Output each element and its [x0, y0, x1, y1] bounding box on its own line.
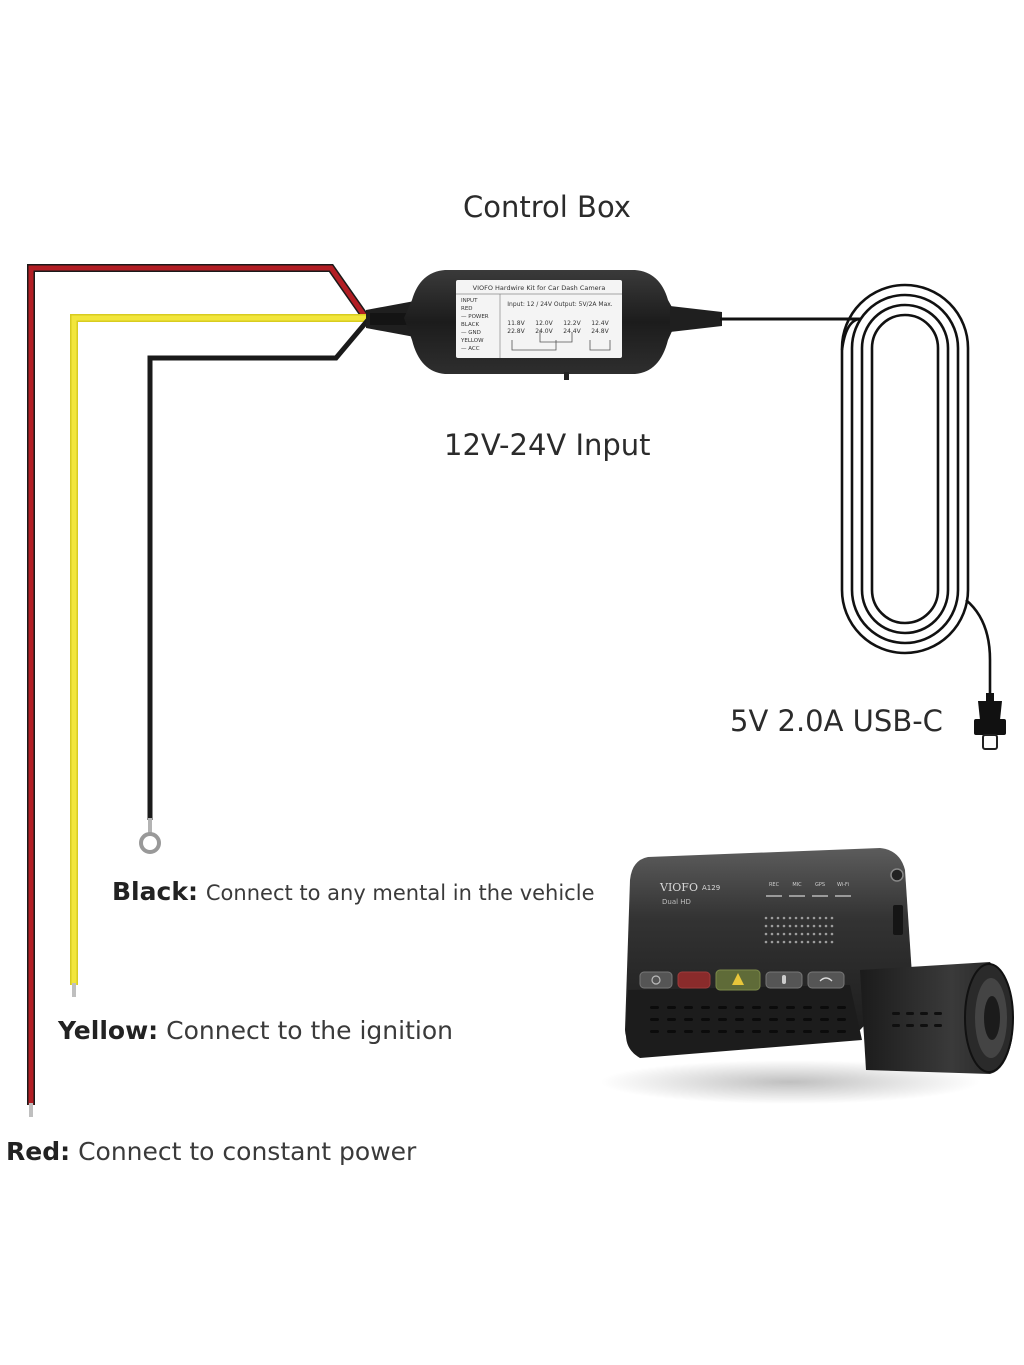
- coiled-cable: [840, 283, 992, 695]
- indicator-label: GPS: [815, 882, 825, 888]
- spec-value: 24.0V: [535, 328, 553, 335]
- indicator-light: [789, 895, 805, 897]
- spec-value: 11.8V: [507, 320, 525, 327]
- wiring-legend-line: BLACK: [461, 322, 479, 328]
- black-wire: [139, 318, 370, 854]
- control-box-brand: VIOFO Hardwire Kit for Car Dash Camera: [473, 284, 606, 292]
- spec-values: 11.8V 12.0V 12.2V 12.4V 22.8V 24.0V 24.4V 24.8V: [507, 320, 609, 335]
- black-wire-name: Black:: [112, 877, 198, 906]
- wiring-legend: INPUT RED — POWER BLACK — GND YELLOW — ACC: [460, 298, 489, 352]
- black-wire-caption: Black: Connect to any mental in the vehi…: [112, 877, 594, 906]
- indicator-label: MIC: [792, 882, 802, 888]
- indicator-light: [812, 895, 828, 897]
- power-icon: [651, 975, 661, 985]
- control-box-title: Control Box: [463, 190, 631, 224]
- red-wire-caption: Red: Connect to constant power: [6, 1137, 416, 1166]
- red-wire-name: Red:: [6, 1137, 71, 1166]
- spec-value: 22.8V: [507, 328, 525, 335]
- control-box: VIOFO Hardwire Kit for Car Dash Camera I…: [366, 270, 860, 380]
- vent-slots: [650, 1006, 942, 1033]
- spec-value: 12.2V: [563, 320, 581, 327]
- camera-brand: VIOFO: [659, 881, 698, 894]
- fuse-tab: [564, 372, 569, 380]
- wiring-legend-line: RED: [461, 306, 473, 312]
- spec-header: Input: 12 / 24V Output: 5V/2A Max.: [507, 301, 613, 308]
- yellow-wire-caption: Yellow: Connect to the ignition: [58, 1016, 453, 1045]
- output-label: 5V 2.0A USB-C: [730, 704, 943, 738]
- power-jack-icon: [890, 868, 904, 882]
- yellow-wire-description: Connect to the ignition: [166, 1016, 453, 1045]
- spec-value: 24.8V: [591, 328, 609, 335]
- yellow-wire: [70, 314, 370, 997]
- speaker-grille: [764, 916, 834, 944]
- black-wire-description: Connect to any mental in the vehicle: [205, 881, 595, 905]
- card-slot: [893, 905, 903, 935]
- indicator-label: Wi-Fi: [837, 882, 849, 888]
- indicator-light: [766, 895, 782, 897]
- indicator-light: [835, 895, 851, 897]
- wiring-legend-line: YELLOW: [460, 338, 484, 344]
- red-wire-description: Connect to constant power: [78, 1137, 417, 1166]
- mic-icon: [782, 975, 786, 984]
- indicator-row: REC MIC GPS Wi-Fi: [766, 882, 851, 897]
- red-wire: [27, 264, 370, 1117]
- spec-value: 12.0V: [535, 320, 553, 327]
- input-label: 12V-24V Input: [444, 428, 651, 462]
- usb-c-plug-icon: [974, 693, 1006, 750]
- ring-terminal-icon: [139, 832, 161, 854]
- control-box-label: [456, 280, 622, 358]
- camera-sub: Dual HD: [662, 898, 691, 906]
- wiring-legend-line: — GND: [461, 330, 481, 336]
- wiring-legend-line: — POWER: [461, 314, 489, 320]
- indicator-label: REC: [769, 882, 780, 888]
- spec-value: 12.4V: [591, 320, 609, 327]
- wiring-legend-line: INPUT: [461, 298, 478, 304]
- spec-value: 24.4V: [563, 328, 581, 335]
- camera-model: A129: [702, 884, 720, 892]
- emergency-icon: [732, 973, 744, 985]
- wifi-icon: [819, 977, 833, 982]
- wiring-legend-line: — ACC: [461, 346, 480, 352]
- yellow-wire-name: Yellow:: [58, 1016, 159, 1045]
- dash-camera: VIOFO A129 Dual HD REC MIC GPS Wi-Fi: [600, 848, 1014, 1104]
- camera-button-row: [639, 969, 845, 991]
